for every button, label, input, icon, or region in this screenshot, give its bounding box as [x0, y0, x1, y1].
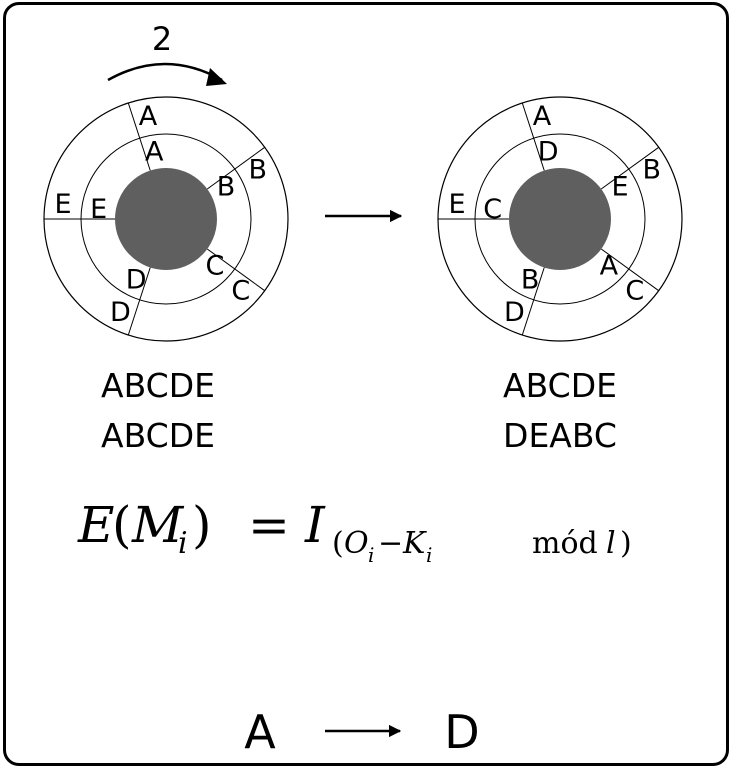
left-cipher-alphabet: ABCDE: [101, 416, 215, 455]
formula-E: E: [77, 496, 115, 554]
formula-sub-close: ): [620, 526, 632, 561]
sector-divider: [600, 146, 659, 190]
sector-divider: [600, 248, 659, 292]
formula-minus: −: [378, 526, 403, 561]
inner-ring-letter: D: [126, 265, 147, 296]
rotation-arrowhead: [206, 68, 227, 86]
outer-ring-letter: C: [231, 276, 250, 307]
formula-O: O: [344, 526, 369, 561]
inner-ring-letter: A: [145, 137, 164, 168]
inner-ring-letter: C: [483, 194, 502, 225]
disk-hub: [115, 168, 217, 270]
outer-ring-letter: C: [625, 276, 644, 307]
inner-ring-letter: E: [612, 172, 629, 203]
right-plain-alphabet: ABCDE: [503, 366, 617, 405]
sector-divider: [206, 248, 265, 292]
formula-equals: =: [248, 496, 290, 554]
outer-ring-letter: B: [249, 155, 268, 186]
example-plain-letter: A: [244, 705, 276, 759]
outer-ring-letter: E: [54, 189, 71, 220]
left-plain-alphabet: ABCDE: [101, 366, 215, 405]
right-cipher-disk: A B C D E D E A B C: [437, 96, 683, 342]
right-cipher-alphabet: DEABC: [503, 416, 617, 455]
sector-divider: [127, 102, 151, 171]
panel-border: [3, 2, 729, 766]
sector-divider: [127, 267, 151, 336]
sector-divider: [521, 267, 545, 336]
formula-paren-open: (: [112, 496, 132, 554]
outer-ring-letter: A: [139, 101, 158, 132]
outer-ring-letter: B: [643, 155, 662, 186]
formula-I: I: [304, 496, 326, 554]
formula-mod: mód: [532, 526, 598, 561]
encryption-formula: E ( M i ) = I ( O i − K i mód l ): [77, 496, 632, 567]
example-cipher-letter: D: [444, 705, 479, 759]
outer-ring-letter: A: [533, 101, 552, 132]
inner-ring-letter: B: [217, 172, 236, 203]
rotation-label: 2: [152, 20, 172, 58]
outer-ring-letter: E: [448, 189, 465, 220]
outer-ring-letter: D: [110, 297, 131, 328]
outer-ring-letter: D: [504, 297, 525, 328]
inner-ring-letter: D: [538, 137, 559, 168]
formula-sub-open: (: [332, 526, 344, 561]
formula-K-sub: i: [426, 543, 432, 567]
formula-paren-close: ): [192, 496, 212, 554]
inner-ring-letter: A: [600, 251, 619, 282]
rotation-arrow: [107, 62, 223, 82]
left-cipher-disk: A B C D E A B C D E: [43, 96, 289, 342]
formula-M: M: [131, 496, 185, 554]
formula-l: l: [606, 526, 616, 561]
sector-divider: [521, 102, 545, 171]
disk-hub: [509, 168, 611, 270]
inner-ring-letter: E: [90, 194, 107, 225]
inner-ring-letter: B: [521, 265, 540, 296]
formula-O-sub: i: [368, 543, 374, 567]
formula-K: K: [402, 526, 427, 561]
sector-divider: [206, 146, 265, 190]
inner-ring-letter: C: [205, 251, 224, 282]
formula-i: i: [178, 526, 188, 561]
